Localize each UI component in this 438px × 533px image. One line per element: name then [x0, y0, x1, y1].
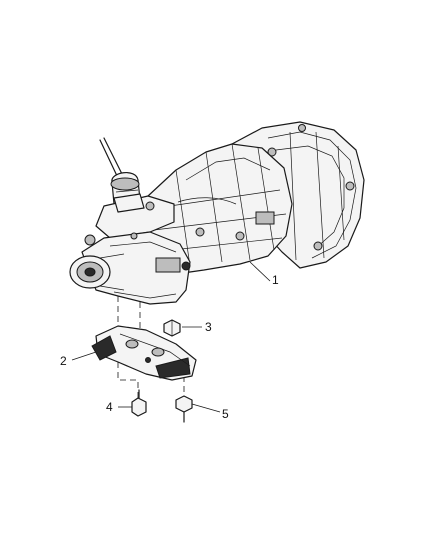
- nut: [163, 319, 181, 337]
- callout-2: 2: [60, 354, 67, 368]
- transmission-assembly: [69, 121, 365, 305]
- transmission-mount: [91, 325, 197, 381]
- callout-1: 1: [272, 273, 279, 287]
- callout-4: 4: [106, 400, 113, 414]
- shift-lever: [99, 137, 141, 205]
- callout-3: 3: [205, 320, 212, 334]
- leader-lines: [71, 261, 271, 413]
- bolt: [131, 389, 147, 417]
- callout-5: 5: [222, 407, 229, 421]
- stud-nut: [175, 395, 193, 423]
